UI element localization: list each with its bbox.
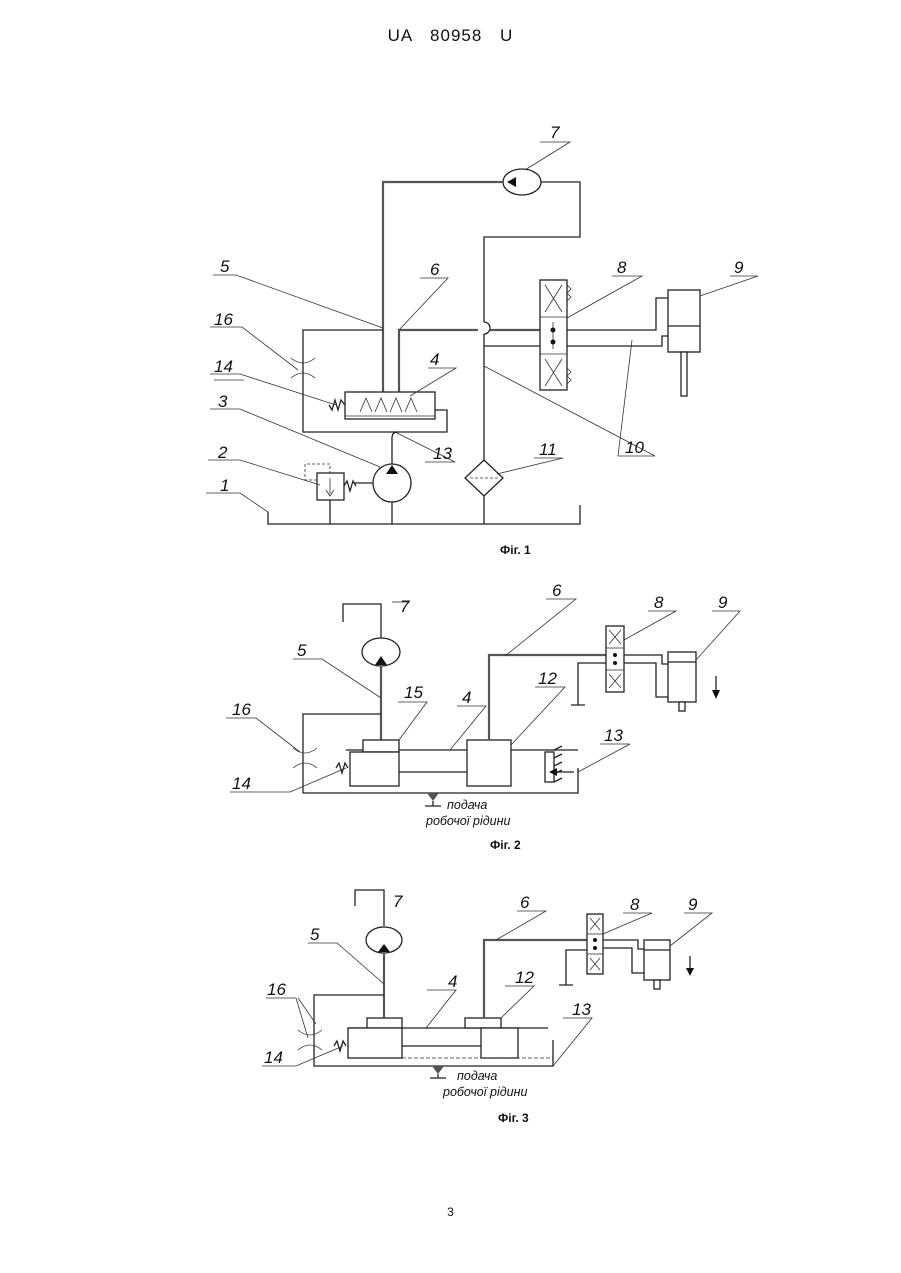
figure-1-caption: Фіг. 1 bbox=[500, 543, 531, 557]
distributor-4 bbox=[329, 392, 435, 419]
label-6: 6 bbox=[552, 581, 562, 600]
figure-2: 7 5 15 4 12 6 16 14 13 8 9 подача робочо… bbox=[226, 581, 740, 852]
label-4: 4 bbox=[462, 688, 471, 707]
label-8: 8 bbox=[654, 593, 664, 612]
label-9: 9 bbox=[734, 258, 744, 277]
label-16: 16 bbox=[214, 310, 233, 329]
label-9: 9 bbox=[718, 593, 728, 612]
label-16: 16 bbox=[232, 700, 251, 719]
label-2: 2 bbox=[217, 443, 228, 462]
label-11: 11 bbox=[539, 440, 557, 459]
label-14: 14 bbox=[214, 357, 233, 376]
pump-3 bbox=[354, 432, 411, 524]
hydraulic-cylinder-9 bbox=[644, 940, 670, 989]
label-3: 3 bbox=[218, 392, 228, 411]
label-4: 4 bbox=[448, 972, 457, 991]
label-13: 13 bbox=[433, 444, 452, 463]
label-7: 7 bbox=[550, 123, 560, 142]
supply-note-line-2: робочої рідини bbox=[442, 1085, 527, 1099]
tank-1 bbox=[268, 505, 580, 524]
figure-2-caption: Фіг. 2 bbox=[490, 838, 521, 852]
label-16: 16 bbox=[267, 980, 286, 999]
supply-note-line-1: подача bbox=[447, 798, 487, 812]
label-10: 10 bbox=[625, 438, 644, 457]
label-9: 9 bbox=[688, 895, 698, 914]
supply-note-line-1: подача bbox=[457, 1069, 497, 1083]
label-15: 15 bbox=[404, 683, 423, 702]
label-13: 13 bbox=[604, 726, 623, 745]
label-4: 4 bbox=[430, 350, 439, 369]
label-6: 6 bbox=[430, 260, 440, 279]
label-12: 12 bbox=[538, 669, 557, 688]
hydraulic-cylinder-9 bbox=[668, 652, 696, 711]
label-1: 1 bbox=[220, 476, 229, 495]
supply-note-line-2: робочої рідини bbox=[425, 814, 510, 828]
hydraulic-cylinder-9 bbox=[668, 290, 700, 396]
filter-11 bbox=[465, 460, 503, 524]
label-7: 7 bbox=[393, 892, 403, 911]
label-5: 5 bbox=[220, 257, 230, 276]
label-6: 6 bbox=[520, 893, 530, 912]
directional-valve-8 bbox=[606, 626, 624, 692]
label-8: 8 bbox=[630, 895, 640, 914]
page-number: 3 bbox=[0, 1205, 901, 1219]
label-8: 8 bbox=[617, 258, 627, 277]
label-14: 14 bbox=[232, 774, 251, 793]
label-14: 14 bbox=[264, 1048, 283, 1067]
label-7: 7 bbox=[400, 597, 410, 616]
figure-3: 7 5 4 12 6 16 14 13 8 9 подача робочої р… bbox=[262, 890, 712, 1125]
label-5: 5 bbox=[310, 925, 320, 944]
label-12: 12 bbox=[515, 968, 534, 987]
directional-valve-8 bbox=[587, 914, 603, 974]
relief-valve-2 bbox=[305, 464, 356, 524]
figure-1: 5 16 14 3 2 1 6 4 7 8 9 10 13 11 Фіг. 1 bbox=[206, 123, 758, 557]
figure-3-caption: Фіг. 3 bbox=[498, 1111, 529, 1125]
label-13: 13 bbox=[572, 1000, 591, 1019]
directional-valve-8 bbox=[540, 280, 571, 390]
label-5: 5 bbox=[297, 641, 307, 660]
